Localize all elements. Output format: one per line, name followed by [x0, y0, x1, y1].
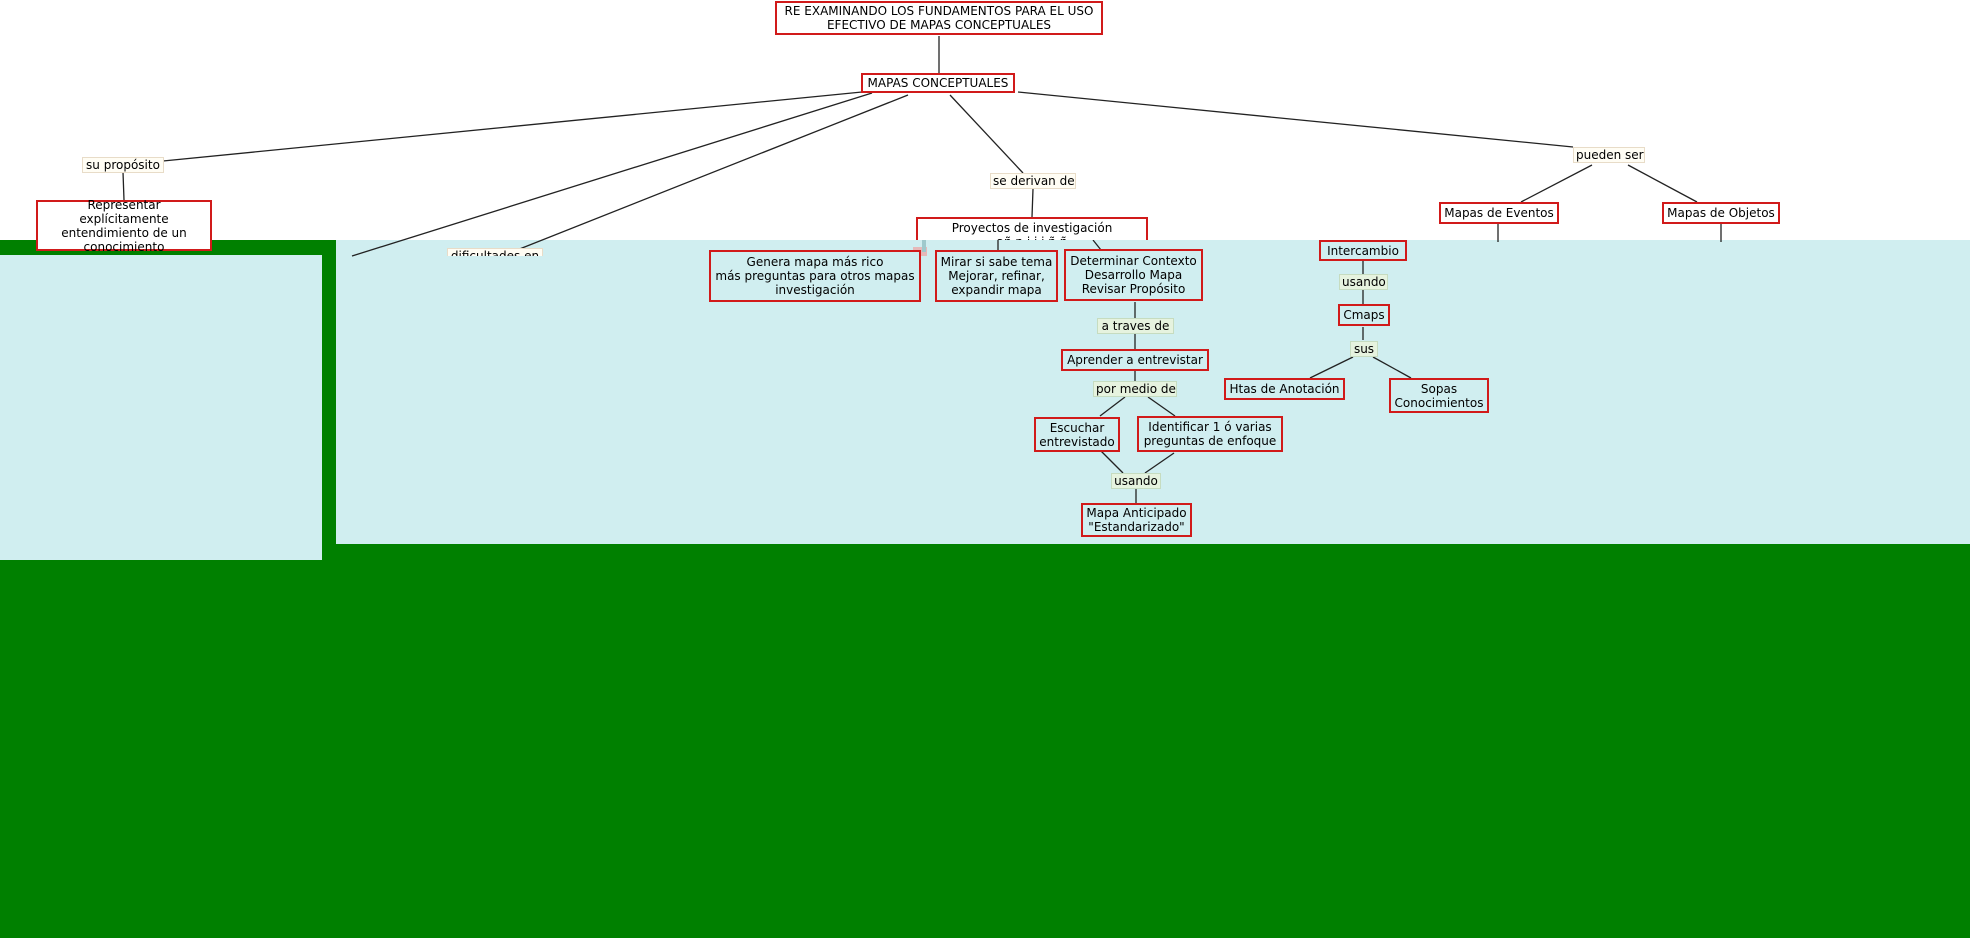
connector [162, 91, 863, 162]
node-aprender-a-entrevistar[interactable]: Aprender a entrevistar [1061, 349, 1209, 371]
link-label-usando-cmaps[interactable]: usando [1339, 274, 1388, 290]
node-mirar-si-sabe[interactable]: Mirar si sabe tema Mejorar, refinar, exp… [935, 250, 1058, 302]
node-handle-bar [922, 240, 926, 252]
node-mapas-de-objetos[interactable]: Mapas de Objetos [1662, 202, 1780, 224]
link-label-su-proposito[interactable]: su propósito [82, 157, 164, 173]
map-canvas-top-panel [0, 0, 1970, 240]
node-sopas-conocimientos[interactable]: Sopas Conocimientos [1389, 378, 1489, 413]
node-htas-de-anotacion[interactable]: Htas de Anotación [1224, 378, 1345, 400]
node-proyectos-clip: Proyectos de investigación añ n i i i ñ … [916, 217, 1148, 240]
node-representar[interactable]: Representar explícitamente entendimiento… [36, 198, 212, 254]
connector [1147, 396, 1176, 417]
node-determinar-contexto[interactable]: Determinar Contexto Desarrollo Mapa Revi… [1064, 249, 1203, 301]
connector [511, 94, 909, 253]
connector [949, 94, 1024, 174]
link-label-se-derivan-de[interactable]: se derivan de [990, 173, 1076, 189]
link-label-usando-mapa[interactable]: usando [1111, 473, 1161, 489]
link-label-dificultades-en[interactable]: dificultades en [447, 248, 543, 256]
link-label-dificultades-clip: dificultades en [447, 248, 543, 256]
node-mapa-anticipado[interactable]: Mapa Anticipado "Estandarizado" [1081, 503, 1192, 537]
node-identificar-preguntas[interactable]: Identificar 1 ó varias preguntas de enfo… [1137, 416, 1283, 452]
connector [122, 171, 125, 201]
connector [1520, 164, 1593, 203]
connector [1372, 356, 1412, 379]
connector [1099, 396, 1126, 417]
connector [351, 92, 873, 257]
node-cmaps[interactable]: Cmaps [1338, 304, 1390, 326]
connector [1309, 356, 1354, 379]
node-proyectos[interactable]: Proyectos de investigación añ n i i i ñ … [916, 217, 1148, 240]
connector [1017, 91, 1574, 148]
connector [1627, 164, 1698, 203]
node-intercambio[interactable]: Intercambio [1319, 240, 1407, 261]
node-mapas-de-eventos[interactable]: Mapas de Eventos [1439, 202, 1559, 224]
link-label-a-traves-de[interactable]: a traves de [1097, 318, 1174, 334]
connector [1144, 452, 1175, 474]
connector [1092, 239, 1102, 251]
link-label-por-medio-de[interactable]: por medio de [1093, 381, 1177, 397]
link-label-pueden-ser[interactable]: pueden ser [1573, 147, 1645, 163]
connector [1100, 450, 1124, 474]
map-canvas-left-panel [0, 255, 322, 560]
node-mapas-conceptuales[interactable]: MAPAS CONCEPTUALES [861, 73, 1015, 93]
connector [1031, 188, 1034, 218]
node-genera-mapa[interactable]: Genera mapa más rico más preguntas para … [709, 250, 921, 302]
node-escuchar-entrevistado[interactable]: Escuchar entrevistado [1034, 417, 1120, 452]
node-title[interactable]: RE EXAMINANDO LOS FUNDAMENTOS PARA EL US… [775, 1, 1103, 35]
link-label-sus[interactable]: sus [1350, 341, 1378, 357]
